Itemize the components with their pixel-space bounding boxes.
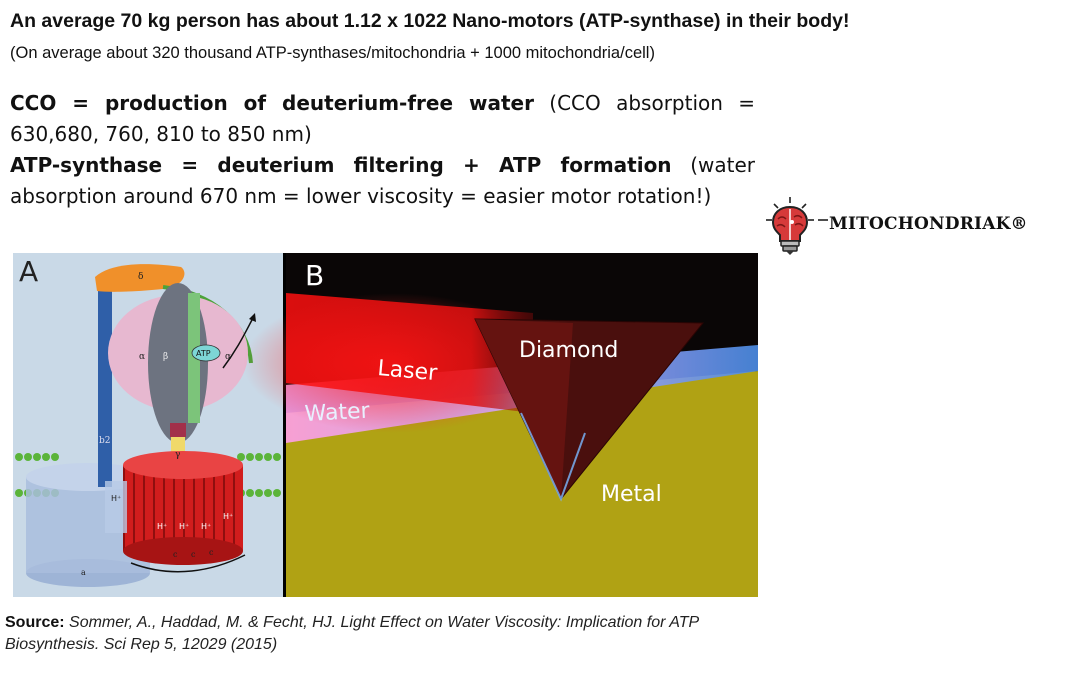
atp-synthase-paragraph: ATP-synthase = deuterium filtering + ATP… bbox=[10, 150, 755, 212]
release-arrow bbox=[222, 317, 254, 369]
proton-channel bbox=[105, 481, 127, 533]
atp-synthase-figure: A δ α β ATP α b2 γ H⁺ H⁺ H⁺ H⁺ H⁺ c c c … bbox=[13, 253, 758, 597]
cco-paragraph: CCO = production of deuterium-free water… bbox=[10, 88, 755, 150]
label-beta: β bbox=[163, 352, 168, 362]
label-gamma: γ bbox=[175, 450, 180, 460]
label-a: a bbox=[81, 568, 86, 577]
label-alpha-right: α bbox=[225, 352, 231, 362]
label-c-2: c bbox=[191, 550, 196, 559]
c-ring-top bbox=[123, 451, 243, 479]
c-ring-base bbox=[123, 537, 243, 565]
brand-name: MITOCHONDRIAK® bbox=[829, 214, 1028, 234]
laser-beam bbox=[286, 293, 533, 413]
alpha-subunit-stripe bbox=[188, 293, 200, 423]
panel-a: A δ α β ATP α b2 γ H⁺ H⁺ H⁺ H⁺ H⁺ c c c … bbox=[13, 253, 283, 597]
gamma-top bbox=[170, 423, 186, 437]
c-ring bbox=[123, 465, 243, 551]
diamond-face bbox=[475, 319, 573, 499]
label-h-plus-2: H⁺ bbox=[157, 522, 167, 531]
label-atp: ATP bbox=[196, 349, 211, 358]
label-alpha-left: α bbox=[139, 352, 145, 362]
panel-divider bbox=[283, 253, 286, 597]
label-h-plus-3: H⁺ bbox=[179, 522, 189, 531]
label-h-plus-5: H⁺ bbox=[223, 512, 233, 521]
atp-site-icon bbox=[191, 344, 221, 362]
panel-b: B Laser Diamond Water Metal bbox=[243, 253, 758, 597]
label-water: Water bbox=[304, 399, 371, 427]
delta-subunit bbox=[95, 264, 185, 292]
b2-stalk bbox=[98, 277, 112, 487]
label-h-plus-4: H⁺ bbox=[201, 522, 211, 531]
label-laser: Laser bbox=[376, 356, 439, 386]
headline: An average 70 kg person has about 1.12 x… bbox=[10, 10, 850, 32]
label-b2: b2 bbox=[99, 436, 111, 446]
cco-rest: (CCO absorption = 630,680, 760, 810 to 8… bbox=[10, 91, 756, 146]
cco-bold: CCO = production of deuterium-free water bbox=[10, 91, 534, 115]
panel-a-letter: A bbox=[19, 255, 38, 288]
atp-rest: (water absorption around 670 nm = lower … bbox=[10, 153, 755, 208]
atp-bold: ATP-synthase = deuterium filtering + ATP… bbox=[10, 153, 672, 177]
label-diamond: Diamond bbox=[519, 338, 618, 363]
brain-bulb-logo-icon bbox=[766, 197, 828, 255]
ring-rotation-arrow bbox=[130, 554, 246, 573]
source-label: Source: bbox=[5, 614, 65, 631]
label-c-1: c bbox=[173, 550, 178, 559]
label-h-plus-1: H⁺ bbox=[111, 494, 121, 503]
label-metal: Metal bbox=[601, 482, 662, 507]
panel-b-letter: B bbox=[305, 259, 324, 292]
label-c-3: c bbox=[209, 548, 214, 557]
tip-water-film bbox=[520, 412, 586, 502]
source-citation: Source: Sommer, A., Haddad, M. & Fecht, … bbox=[5, 612, 765, 656]
citation-text: Sommer, A., Haddad, M. & Fecht, HJ. Ligh… bbox=[5, 614, 699, 653]
arrow-head-icon bbox=[249, 313, 256, 322]
label-delta: δ bbox=[138, 272, 143, 282]
subline: (On average about 320 thousand ATP-synth… bbox=[10, 44, 655, 62]
